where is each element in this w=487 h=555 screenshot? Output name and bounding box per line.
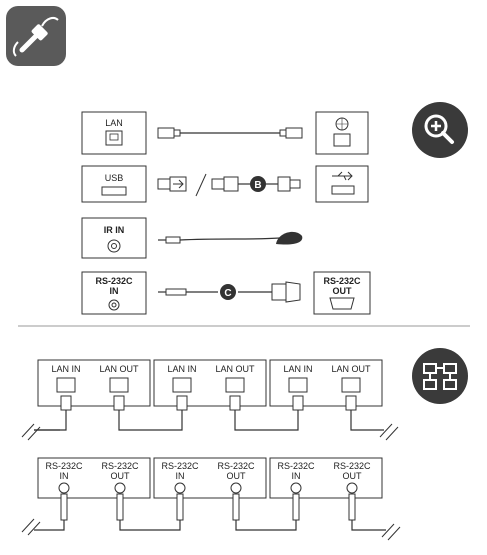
rs232c-unit-3-in-label: RS-232C (277, 461, 315, 471)
usb-row: USB B (81, 165, 369, 203)
rs232c-unit-3 (269, 457, 383, 499)
usb-device-box (315, 165, 369, 203)
rs232c-daisy-chain: RS-232C IN RS-232C OUT RS-232C IN RS-232… (21, 457, 401, 541)
ir-receiver-cable (158, 231, 303, 245)
usb-cable (211, 176, 301, 192)
rs232c-row: RS-232C IN C RS-232C OUT (81, 271, 371, 315)
rs232c-unit-1-out-label: RS-232C (101, 461, 139, 471)
marker-b (250, 176, 266, 192)
lan-unit-3-out-label: LAN OUT (331, 364, 371, 374)
rs232c-in-label: RS-232C (95, 276, 133, 286)
lan-unit-1-in-label: LAN IN (51, 364, 80, 374)
rs232c-unit-1-in-label: RS-232C (45, 461, 83, 471)
usb-port-icon (101, 186, 127, 196)
rs232c-unit-2-in-label: RS-232C (161, 461, 199, 471)
svg-text:OUT: OUT (111, 471, 131, 481)
rs232c-out-label: RS-232C (323, 276, 361, 286)
rs232c-unit-2-out-label: RS-232C (217, 461, 255, 471)
lan-label: LAN (105, 118, 123, 128)
svg-text:C: C (224, 288, 231, 299)
dsub-port-icon (329, 297, 355, 310)
ir-in-label: IR IN (104, 225, 125, 235)
zoom-in-icon (412, 102, 468, 158)
rs232c-cable (158, 281, 301, 303)
lan-unit-1-out-label: LAN OUT (99, 364, 139, 374)
lan-port-icon (105, 130, 123, 146)
ir-in-row: IR IN (81, 217, 303, 259)
rs232c-out-sublabel: OUT (333, 286, 353, 296)
lan-cable (157, 127, 303, 139)
usb-label: USB (105, 173, 124, 183)
rs232c-unit-2 (153, 457, 267, 499)
lan-row: LAN (81, 111, 369, 155)
lan-daisy-chain: LAN IN LAN OUT LAN IN LAN OUT LAN IN LAN… (21, 359, 399, 441)
lan-unit-2-in-label: LAN IN (167, 364, 196, 374)
rs232c-in-sublabel: IN (110, 286, 119, 296)
svg-text:IN: IN (292, 471, 301, 481)
rs232c-unit-3-out-label: RS-232C (333, 461, 371, 471)
svg-text:B: B (254, 180, 261, 191)
usb-port-box (81, 165, 147, 203)
daisy-chain-icon (412, 348, 468, 404)
cable-plug-icon (6, 6, 66, 66)
usb-stick-icon (157, 176, 187, 192)
svg-text:IN: IN (176, 471, 185, 481)
svg-text:OUT: OUT (343, 471, 363, 481)
marker-c (220, 284, 236, 300)
usb-symbol-icon (332, 171, 353, 181)
svg-text:IN: IN (60, 471, 69, 481)
svg-text:OUT: OUT (227, 471, 247, 481)
lan-unit-2-out-label: LAN OUT (215, 364, 255, 374)
rs232c-unit-1 (37, 457, 151, 499)
lan-unit-3-in-label: LAN IN (283, 364, 312, 374)
